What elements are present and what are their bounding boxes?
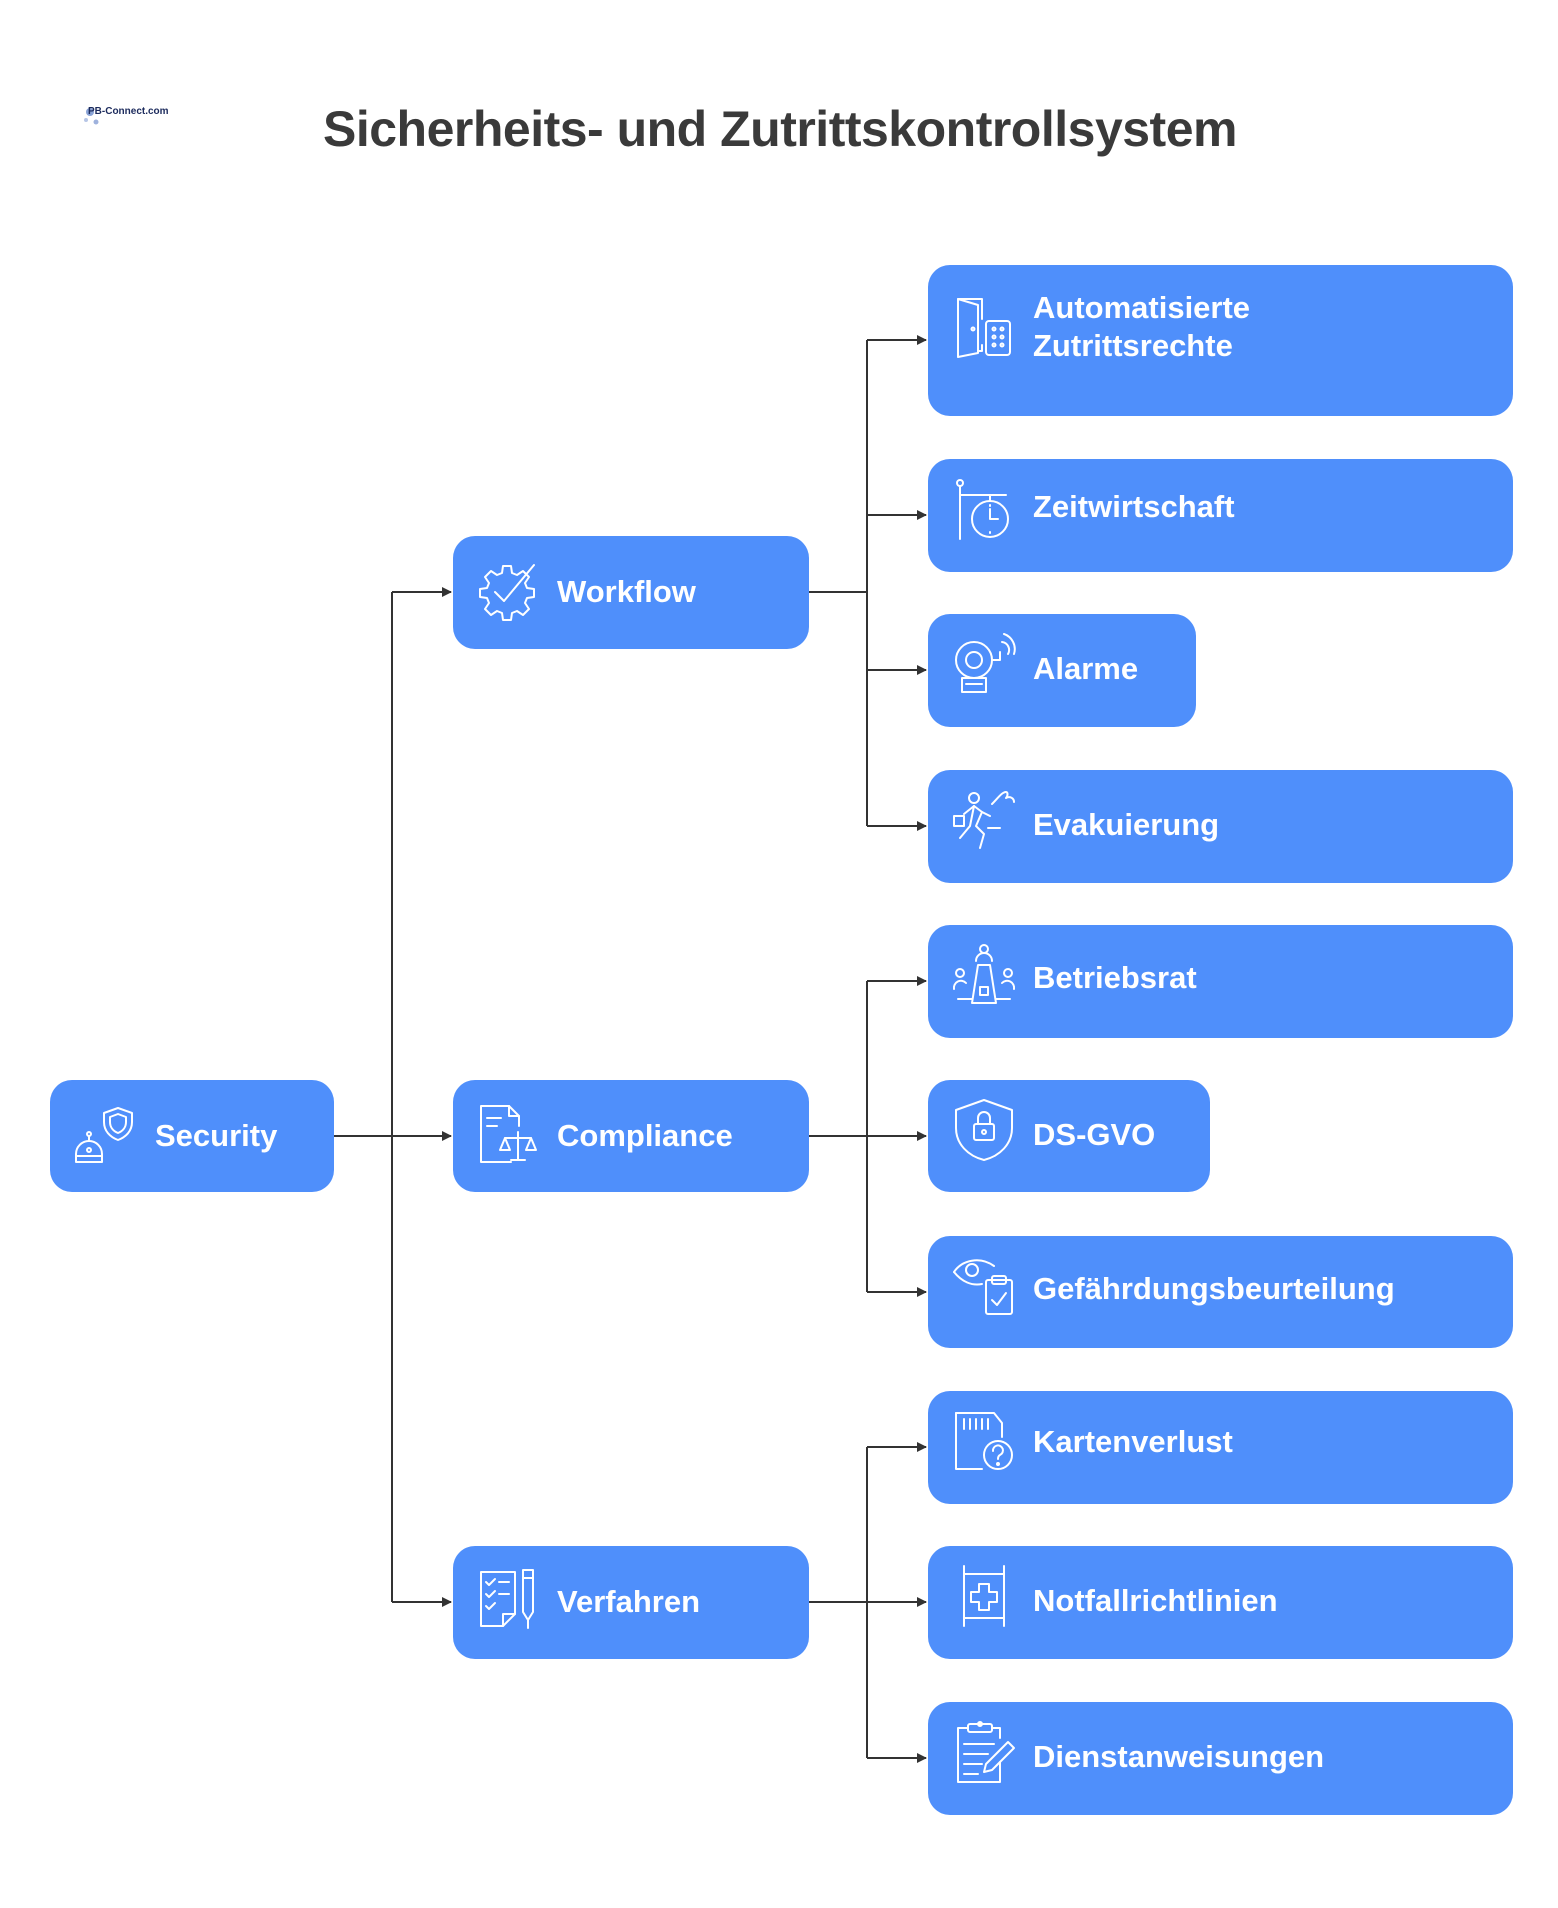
running-person-icon [952, 788, 1016, 852]
node-label-verfahren: Verfahren [557, 1584, 701, 1619]
node-verfahren: Verfahren [453, 1546, 809, 1659]
node-zeitwirtschaft: Zeitwirtschaft [928, 459, 1513, 572]
node-label-ds-gvo: DS-GVO [1033, 1117, 1156, 1152]
eye-clipboard-icon [952, 1254, 1016, 1318]
node-security: Security [50, 1080, 334, 1192]
stopwatch-icon [952, 477, 1016, 541]
node-ds-gvo: DS-GVO [928, 1080, 1210, 1192]
council-meeting-icon [952, 943, 1016, 1007]
logo-text: PB-Connect.com [88, 106, 169, 117]
node-dienstanweisungen: Dienstanweisungen [928, 1702, 1513, 1815]
clipboard-edit-icon [952, 1720, 1016, 1784]
node-kartenverlust: Kartenverlust [928, 1391, 1513, 1504]
node-label-automatisierte-zutrittsrechte: Automatisierte Zutrittsrechte [1033, 290, 1251, 363]
node-label-compliance: Compliance [557, 1118, 733, 1153]
node-alarme: Alarme [928, 614, 1196, 727]
door-keypad-icon [952, 295, 1016, 359]
card-question-icon [952, 1409, 1016, 1473]
node-compliance: Compliance [453, 1080, 809, 1192]
node-label-zeitwirtschaft: Zeitwirtschaft [1033, 489, 1235, 524]
checklist-pen-icon [475, 1566, 539, 1630]
node-automatisierte-zutrittsrechte: Automatisierte Zutrittsrechte [928, 265, 1513, 416]
node-label-gefaehrdungsbeurteilung: Gefährdungsbeurteilung [1033, 1271, 1395, 1306]
node-label-evakuierung: Evakuierung [1033, 807, 1220, 842]
page-title: Sicherheits- und Zutrittskontrollsystem [323, 101, 1237, 157]
node-label-betriebsrat: Betriebsrat [1033, 960, 1197, 995]
node-workflow: Workflow [453, 536, 809, 649]
node-label-notfallrichtlinien: Notfallrichtlinien [1033, 1583, 1278, 1618]
node-label-security: Security [155, 1118, 278, 1153]
shield-lock-icon [952, 1098, 1016, 1162]
robot-shield-icon [72, 1104, 136, 1168]
gear-check-icon [475, 560, 539, 624]
alarm-bell-icon [952, 632, 1016, 696]
company-logo [80, 100, 140, 132]
document-scale-icon [475, 1102, 539, 1166]
node-label-alarme: Alarme [1033, 651, 1139, 686]
node-betriebsrat: Betriebsrat [928, 925, 1513, 1038]
node-label-dienstanweisungen: Dienstanweisungen [1033, 1739, 1325, 1774]
node-label-workflow: Workflow [557, 574, 696, 609]
node-label-kartenverlust: Kartenverlust [1033, 1424, 1233, 1459]
node-evakuierung: Evakuierung [928, 770, 1513, 883]
node-notfallrichtlinien: Notfallrichtlinien [928, 1546, 1513, 1659]
medical-cross-icon [952, 1564, 1016, 1628]
node-gefaehrdungsbeurteilung: Gefährdungsbeurteilung [928, 1236, 1513, 1348]
